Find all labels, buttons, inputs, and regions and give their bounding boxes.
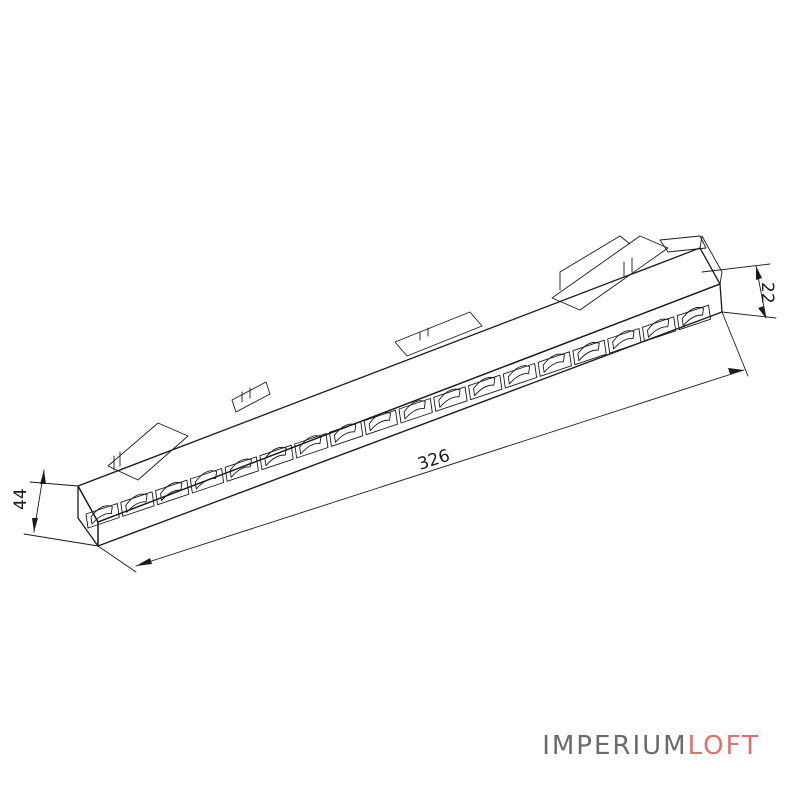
lens-cell	[502, 363, 538, 389]
dimension-height-label: 44	[11, 488, 31, 510]
lens-cell	[155, 479, 190, 506]
lens-cell	[537, 351, 572, 377]
lens-cell	[189, 468, 225, 494]
lens-array	[85, 304, 711, 529]
lens-cell	[85, 503, 120, 529]
lens-cell	[468, 374, 503, 401]
mounting-adapter	[107, 235, 707, 481]
lens-cell	[398, 398, 433, 424]
brand-logo: IMPERIUMLOFT	[542, 731, 760, 761]
brand-logo-part2: LOFT	[687, 731, 760, 761]
brand-logo-part1: IMPERIUM	[542, 731, 688, 761]
lens-cell	[120, 491, 155, 517]
lens-cell	[259, 444, 294, 471]
lens-cell	[433, 386, 468, 412]
lens-cell	[607, 328, 642, 354]
lens-cell	[224, 456, 259, 482]
lens-cell	[328, 421, 364, 447]
dimension-length: 326	[97, 311, 749, 573]
lens-cell	[363, 409, 398, 436]
luminaire-housing	[77, 235, 723, 547]
dimension-length-label: 326	[415, 446, 452, 475]
lens-cell	[641, 316, 677, 342]
dimension-width: 22	[701, 263, 777, 319]
lens-cell	[676, 304, 711, 331]
dimension-width-label: 22	[757, 282, 777, 304]
lens-cell	[294, 433, 329, 459]
lens-cell	[572, 339, 607, 366]
dimension-height: 44	[11, 469, 99, 547]
